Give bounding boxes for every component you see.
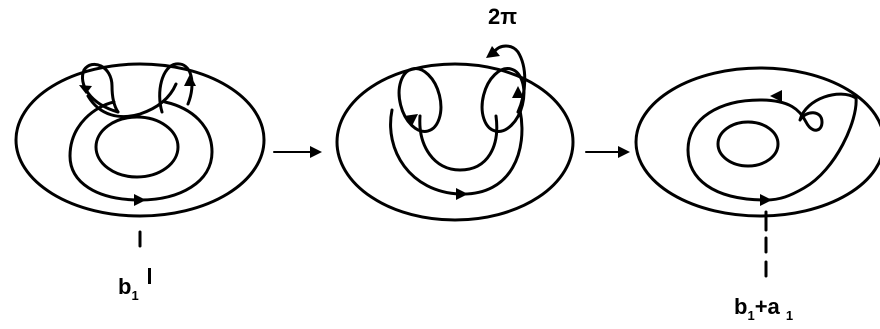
arrow-head — [456, 188, 468, 200]
b1-loop — [68, 100, 214, 202]
arrow-head — [760, 194, 772, 206]
open-loop-left — [397, 67, 443, 133]
b1-label-letter: b — [118, 274, 132, 299]
arrow-head — [512, 86, 524, 98]
arrow-head — [404, 114, 418, 126]
transition-arrow-2 — [585, 146, 630, 158]
arrow-head — [134, 194, 146, 206]
meridian-loop-left — [81, 63, 120, 114]
b1-label-subscript: 1 — [131, 288, 139, 303]
torus-panel-middle — [335, 44, 575, 222]
label-a-sub: 1 — [785, 308, 794, 323]
torus-outer-ellipse — [14, 62, 266, 218]
label-b: b — [734, 294, 748, 319]
b1-plus-a1-loop — [686, 92, 858, 202]
b1-plus-a1-label: b1+a 1 — [734, 294, 793, 323]
torus-hole-ellipse — [716, 120, 780, 168]
twist-strand — [492, 44, 527, 114]
b1-label: b1 — [118, 274, 139, 303]
label-plus-a: +a — [754, 294, 780, 319]
b1-tick — [148, 268, 151, 284]
arrow-head — [486, 46, 500, 58]
arrow-head — [79, 85, 92, 94]
label-b-sub: 1 — [747, 308, 755, 323]
torus-outer-ellipse — [335, 62, 575, 222]
arrow-head — [184, 74, 196, 86]
torus-outer-ellipse — [634, 66, 880, 218]
meridian-loop-right — [158, 62, 194, 114]
horseshoe-band-inner — [418, 114, 499, 172]
loop-connector — [86, 82, 178, 118]
torus-hole-ellipse — [94, 115, 180, 179]
arrow-head — [770, 90, 782, 102]
torus-panel-right — [634, 66, 880, 278]
transition-arrow-1 — [273, 146, 322, 158]
open-loop-right — [480, 67, 526, 133]
torus-panel-left — [14, 62, 266, 248]
twist-label: 2π — [488, 4, 518, 29]
